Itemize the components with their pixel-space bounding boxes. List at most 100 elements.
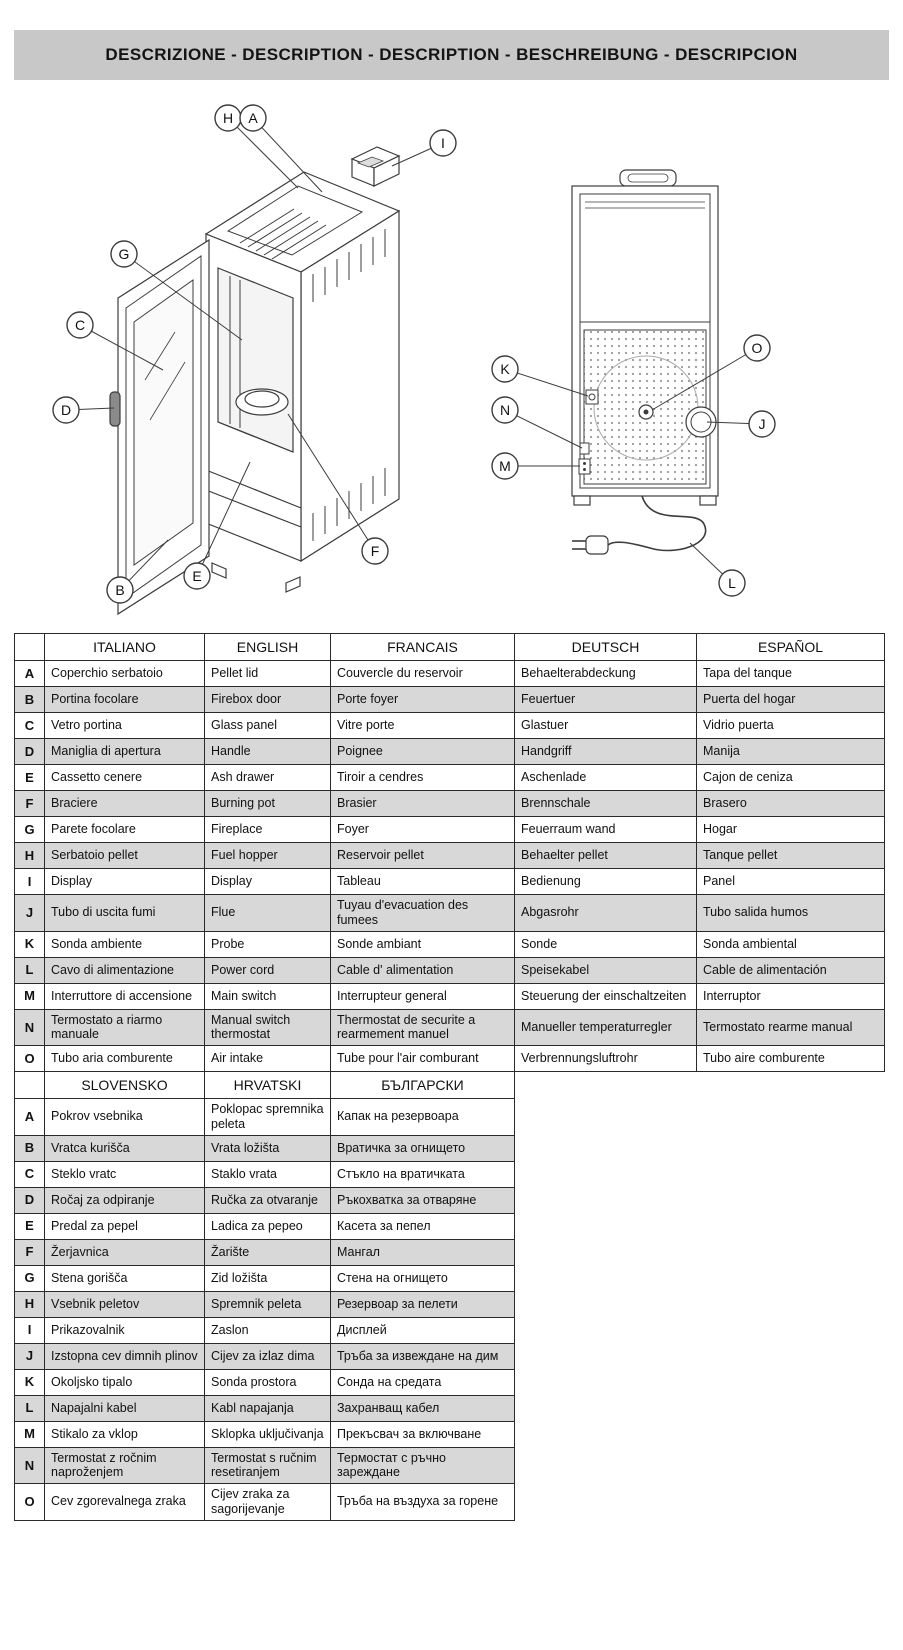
term-cell: Касета за пепел xyxy=(330,1212,515,1240)
row-letter-A: A xyxy=(14,660,45,687)
row-letter-O: O xyxy=(14,1045,45,1072)
term-cell: Burning pot xyxy=(204,790,331,817)
row-letter-D: D xyxy=(14,1186,45,1214)
term-cell: Тръба на въздуха за горене xyxy=(330,1483,515,1521)
term-cell: Cijev za izlaz dima xyxy=(204,1342,331,1370)
term-cell: Handle xyxy=(204,738,331,765)
term-cell: Interrupteur general xyxy=(330,982,515,1010)
term-cell: Behaelter pellet xyxy=(514,842,697,869)
callout-letter: L xyxy=(728,575,736,591)
term-cell: Air intake xyxy=(204,1045,331,1072)
row-letter-O: O xyxy=(14,1483,45,1521)
term-cell: Tubo di uscita fumi xyxy=(44,894,205,932)
term-cell: Foyer xyxy=(330,816,515,843)
term-cell: Vidrio puerta xyxy=(696,712,885,739)
column-header-deutsch: DEUTSCH xyxy=(514,633,697,661)
term-cell: Brasero xyxy=(696,790,885,817)
row-letter-L: L xyxy=(14,956,45,984)
term-cell: Cavo di alimentazione xyxy=(44,956,205,984)
term-cell: Sonda ambiente xyxy=(44,930,205,958)
term-cell: Cassetto cenere xyxy=(44,764,205,791)
term-cell: Couvercle du reservoir xyxy=(330,660,515,687)
term-cell: Okoljsko tipalo xyxy=(44,1368,205,1396)
callout-E: E xyxy=(183,461,251,590)
row-letter-M: M xyxy=(14,982,45,1010)
term-cell: Aschenlade xyxy=(514,764,697,791)
term-cell: Feuerraum wand xyxy=(514,816,697,843)
term-cell: Ladica za pepeo xyxy=(204,1212,331,1240)
column-header-english: ENGLISH xyxy=(204,633,331,661)
term-cell: Cable d' alimentation xyxy=(330,956,515,984)
callout-letter: A xyxy=(248,110,258,126)
row-letter-A: A xyxy=(14,1098,45,1136)
term-cell: Behaelterabdeckung xyxy=(514,660,697,687)
term-cell: Abgasrohr xyxy=(514,894,697,932)
row-letter-L: L xyxy=(14,1394,45,1422)
callout-letter: O xyxy=(752,340,763,356)
term-cell: Puerta del hogar xyxy=(696,686,885,713)
term-cell: Резервоар за пелети xyxy=(330,1290,515,1318)
term-cell: Vratca kurišča xyxy=(44,1134,205,1162)
row-letter-H: H xyxy=(14,842,45,869)
display-unit xyxy=(350,146,401,187)
term-cell: Interruttore di accensione xyxy=(44,982,205,1010)
term-cell: Термостат с ръчно зареждане xyxy=(330,1446,515,1484)
row-letter-E: E xyxy=(14,1212,45,1240)
row-letter-F: F xyxy=(14,790,45,817)
term-cell: Žerjavnica xyxy=(44,1238,205,1266)
term-cell: Tubo salida humos xyxy=(696,894,885,932)
callout-letter: F xyxy=(371,543,380,559)
letter-column-header xyxy=(14,1071,45,1099)
term-cell: Tableau xyxy=(330,868,515,895)
term-cell: Probe xyxy=(204,930,331,958)
callout-letter: J xyxy=(759,416,766,432)
stove-front-view xyxy=(109,146,401,616)
term-cell: Coperchio serbatoio xyxy=(44,660,205,687)
term-cell: Вратичка за огнището xyxy=(330,1134,515,1162)
term-cell: Brennschale xyxy=(514,790,697,817)
row-letter-N: N xyxy=(14,1446,45,1484)
term-cell: Firebox door xyxy=(204,686,331,713)
callout-A: A xyxy=(239,104,323,193)
column-header-hrvatski: HRVATSKI xyxy=(204,1071,331,1099)
term-cell: Мангал xyxy=(330,1238,515,1266)
term-cell: Steuerung der einschaltzeiten xyxy=(514,982,697,1010)
row-letter-K: K xyxy=(14,1368,45,1396)
row-letter-K: K xyxy=(14,930,45,958)
term-cell: Flue xyxy=(204,894,331,932)
term-cell: Termostato a riarmo manuale xyxy=(44,1008,205,1046)
term-cell: Spremnik peleta xyxy=(204,1290,331,1318)
term-cell: Prikazovalnik xyxy=(44,1316,205,1344)
term-cell: Захранващ кабел xyxy=(330,1394,515,1422)
term-cell: Stikalo za vklop xyxy=(44,1420,205,1448)
term-cell: Zid ložišta xyxy=(204,1264,331,1292)
term-cell: Termostato rearme manual xyxy=(696,1008,885,1046)
callout-letter: C xyxy=(75,317,85,333)
terminology-tables: ITALIANO ENGLISH FRANCAIS DEUTSCH ESPAÑO… xyxy=(14,633,885,1521)
term-cell: Staklo vrata xyxy=(204,1160,331,1188)
page-title: DESCRIZIONE - DESCRIPTION - DESCRIPTION … xyxy=(105,45,798,64)
term-cell: Verbrennungsluftrohr xyxy=(514,1045,697,1072)
term-cell: Bedienung xyxy=(514,868,697,895)
term-cell: Ročaj za odpiranje xyxy=(44,1186,205,1214)
